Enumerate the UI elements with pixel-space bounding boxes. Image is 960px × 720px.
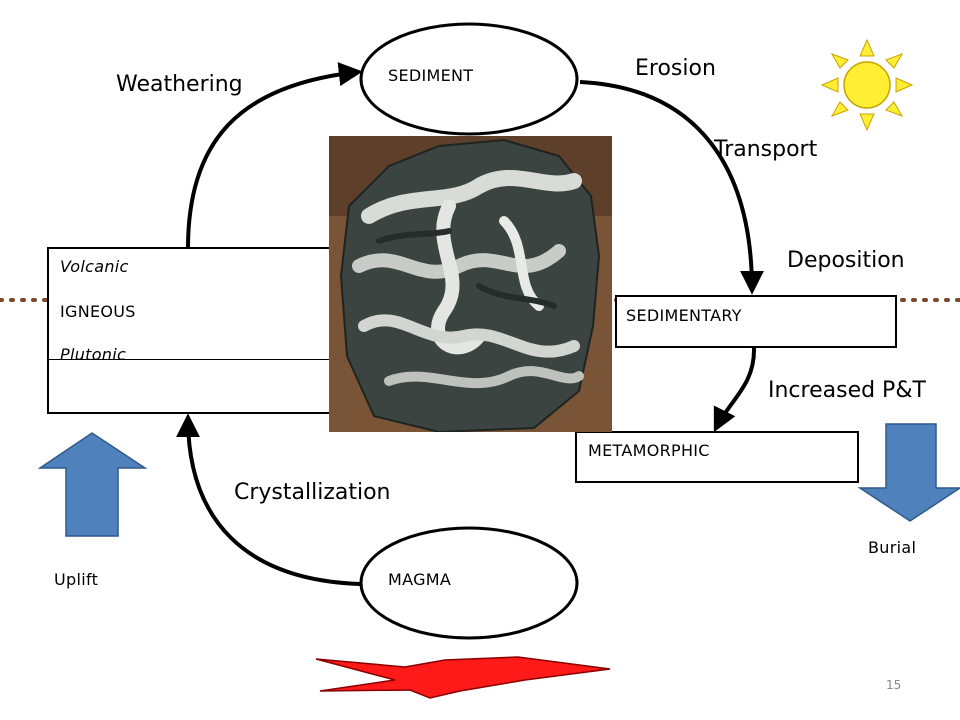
weathering-arrow — [186, 62, 363, 249]
erosion-label: Erosion — [635, 56, 716, 81]
uplift-label: Uplift — [54, 570, 99, 589]
sedimentary-box — [615, 295, 897, 348]
volcanic-label: Volcanic — [60, 257, 129, 276]
crystallization-arrow — [176, 413, 361, 586]
metamorphic-box — [575, 431, 859, 483]
crystallization-label: Crystallization — [234, 480, 391, 505]
weathering-label: Weathering — [116, 72, 243, 97]
sediment-label: SEDIMENT — [388, 66, 474, 85]
metamorphic-label: METAMORPHIC — [588, 441, 710, 460]
increased-pt-label: Increased P&T — [768, 378, 926, 403]
magma-ellipse — [359, 526, 579, 640]
erosion-transport-arrow — [579, 80, 764, 295]
sun-icon — [820, 38, 914, 132]
burial-label: Burial — [868, 538, 917, 557]
igneous-label: IGNEOUS — [60, 302, 136, 321]
increased-pt-arrow — [713, 347, 757, 433]
gneiss-rock-photo — [329, 136, 612, 432]
burial-arrow-icon — [857, 423, 960, 522]
transport-label: Transport — [714, 137, 818, 162]
magma-label: MAGMA — [388, 570, 452, 589]
sedimentary-label: SEDIMENTARY — [626, 306, 742, 325]
uplift-arrow-icon — [37, 432, 148, 537]
plutonic-label: Plutonic — [60, 345, 127, 364]
igneous-box — [47, 247, 339, 414]
page-number: 15 — [886, 678, 902, 692]
heat-star-icon — [315, 656, 611, 699]
igneous-divider — [49, 359, 337, 360]
deposition-label: Deposition — [787, 248, 905, 273]
